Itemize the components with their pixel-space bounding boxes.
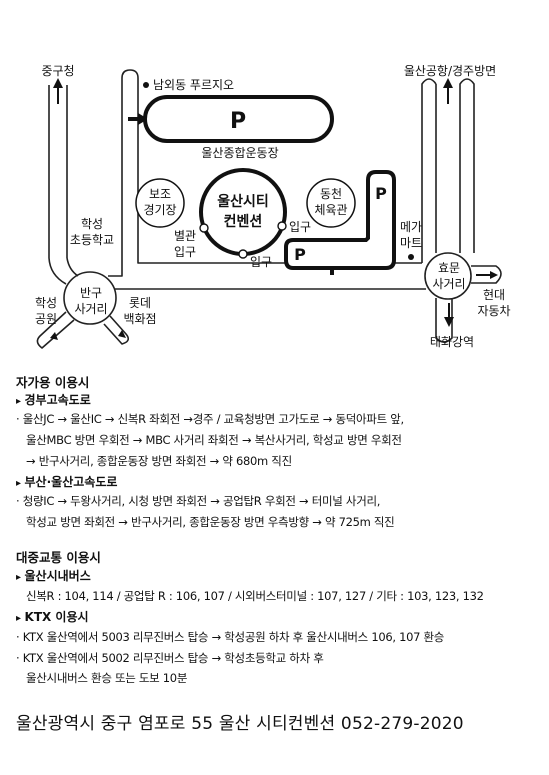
label-annex-2: 입구 [174,245,196,259]
label-hyomun-2: 사거리 [432,277,465,291]
parking-label-right: P [375,184,387,203]
label-dongcheon-2: 체육관 [314,203,347,217]
label-taehwa: 태화강역 [430,335,474,349]
aux-gym [135,178,185,228]
arrow-down-icon [444,317,454,327]
busan-title: 부산·울산고속도로 [16,473,118,490]
label-lotte-2: 백화점 [123,312,156,326]
arrow-right-icon [490,271,498,279]
ktx-title: KTX 이용시 [16,608,89,625]
annex-entrance-dot [199,223,209,233]
label-hyundai-2: 자동차 [477,304,510,318]
label-entrance-bottom: 입구 [250,255,272,269]
car-section-title: 자가용 이용시 [16,375,90,390]
label-naedong: 남외동 푸르지오 [153,78,234,92]
dongcheon-parking [284,170,396,270]
label-lotte-1: 롯데 [129,296,151,310]
bus-line-1: 신복R : 104, 114 / 공업탑 R : 106, 107 / 시외버스… [26,589,484,603]
busan-line-2: 학성교 방면 좌회전 → 반구사거리, 종합운동장 방면 우측방향 → 약 72… [26,515,395,529]
bangu-roundabout [63,271,117,325]
ulsan-city-convention [199,168,287,256]
road-main-top [108,69,422,277]
label-annex-1: 별관 [174,229,196,243]
location-map: P P P 중구청 울산공항/경주방면 남외동 푸르지오 울산종합운동장 보조 … [35,64,511,349]
ktx-line-1: · KTX 울산역에서 5003 리무진버스 탑승 → 학성공원 하차 후 울산… [16,630,445,644]
arrow-up-icon [443,78,453,88]
ktx-line-3: 울산시내버스 환승 또는 도보 10분 [26,671,188,685]
label-hakseong-park-2: 공원 [35,312,57,326]
label-school-2: 초등학교 [70,233,114,247]
dongcheon-gym [306,178,356,228]
label-entrance-right: 입구 [289,220,311,234]
gyeongbu-line-3: → 반구사거리, 종합운동장 방면 좌회전 → 약 680m 직진 [26,454,292,468]
roads [36,69,502,349]
label-hakseong-park-1: 학성 [35,296,57,310]
bus-title: 울산시내버스 [16,567,91,584]
parking-label-bottom: P [294,245,306,264]
label-aux-gym-2: 경기장 [143,203,176,217]
label-school-1: 학성 [81,217,103,231]
mega-dot [408,254,414,260]
hyomun-roundabout [424,252,472,300]
label-dongcheon-1: 동천 [320,186,342,201]
arrow-downleft-icon [50,332,58,340]
transit-section-title: 대중교통 이용시 [16,550,101,565]
label-aux-gym-1: 보조 [149,187,171,201]
label-mega-1: 메가 [400,220,422,234]
bottom-entrance-dot [238,249,248,259]
busan-line-1: · 청량IC → 두왕사거리, 시청 방면 좌회전 → 공업탑R 우회전 → 터… [16,494,381,508]
arrow-downright-icon [118,330,126,338]
stadium-parking [143,95,334,143]
label-hyundai-1: 현대 [483,288,505,302]
label-center-2: 컨벤션 [224,213,263,230]
gyeongbu-title: 경부고속도로 [16,391,91,408]
address-line: 울산광역시 중구 염포로 55 울산 시티컨벤션 052-279-2020 [16,714,464,734]
label-stadium: 울산종합운동장 [201,146,278,160]
arrow-up-icon [53,78,63,88]
label-bangu-2: 사거리 [74,302,107,316]
gyeongbu-line-1: · 울산JC → 울산IC → 신복R 좌회전 →경주 / 교육청방면 고가도로… [16,412,404,426]
label-mega-2: 마트 [400,236,422,250]
label-hyomun-1: 효문 [438,261,460,275]
ktx-line-2: · KTX 울산역에서 5002 리무진버스 탑승 → 학성초등학교 하차 후 [16,651,324,665]
right-entrance-dot [277,221,287,231]
label-center-1: 울산시티 [217,193,269,210]
label-airport: 울산공항/경주방면 [404,64,496,78]
label-junggu-office: 중구청 [41,64,74,78]
naedong-dot [143,82,149,88]
gyeongbu-line-2: 울산MBC 방면 우회전 → MBC 사거리 좌회전 → 복산사거리, 학성교 … [26,433,402,447]
label-bangu-1: 반구 [80,286,102,300]
parking-label: P [230,109,246,134]
